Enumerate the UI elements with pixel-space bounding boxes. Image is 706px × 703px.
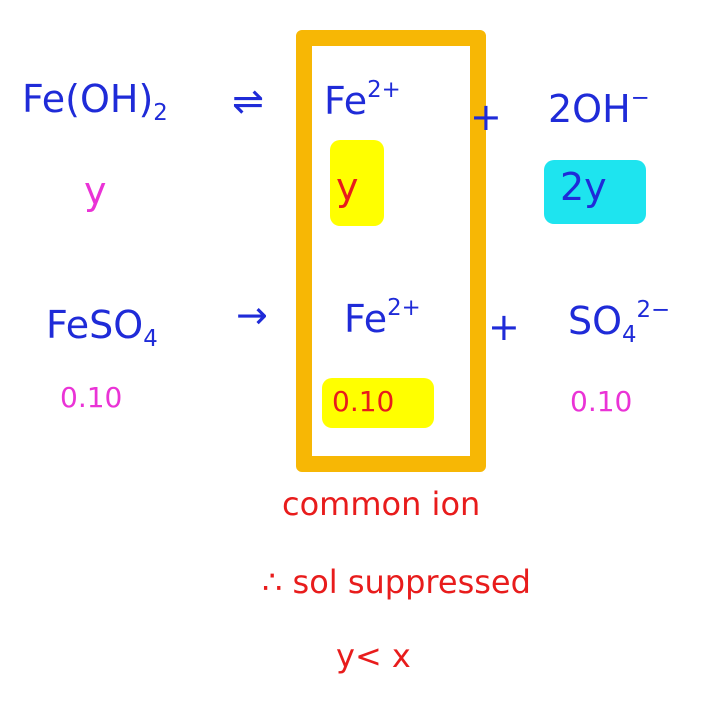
dissociation-arrow: → (236, 293, 268, 337)
row1-fe-amount: y (336, 165, 359, 209)
common-ion-box (296, 30, 486, 472)
yellow-highlight-y (330, 140, 384, 226)
row1-reactant: Fe(OH)2 (22, 77, 168, 126)
note-y-less-than-x: y< x (336, 637, 411, 675)
row1-oh-amount: 2y (560, 165, 607, 209)
row2-reactant-amount: 0.10 (60, 381, 123, 414)
row2-so4-amount: 0.10 (570, 385, 633, 418)
row1-product-oh: 2OH− (548, 84, 650, 131)
row2-product-so4: SO42− (568, 296, 671, 348)
note-sol-suppressed: ∴ sol suppressed (262, 563, 531, 601)
yellow-highlight-010 (322, 378, 434, 428)
equilibrium-arrow: ⇌ (232, 79, 264, 123)
row2-fe-amount: 0.10 (332, 385, 395, 418)
row2-plus: + (488, 305, 520, 349)
row1-reactant-amount: y (84, 169, 107, 213)
row1-plus: + (470, 95, 502, 139)
row1-product-fe: Fe2+ (324, 76, 401, 123)
cyan-highlight-2y (544, 160, 646, 224)
row2-reactant: FeSO4 (46, 303, 158, 352)
note-common-ion: common ion (282, 485, 481, 523)
row2-product-fe: Fe2+ (344, 294, 421, 341)
